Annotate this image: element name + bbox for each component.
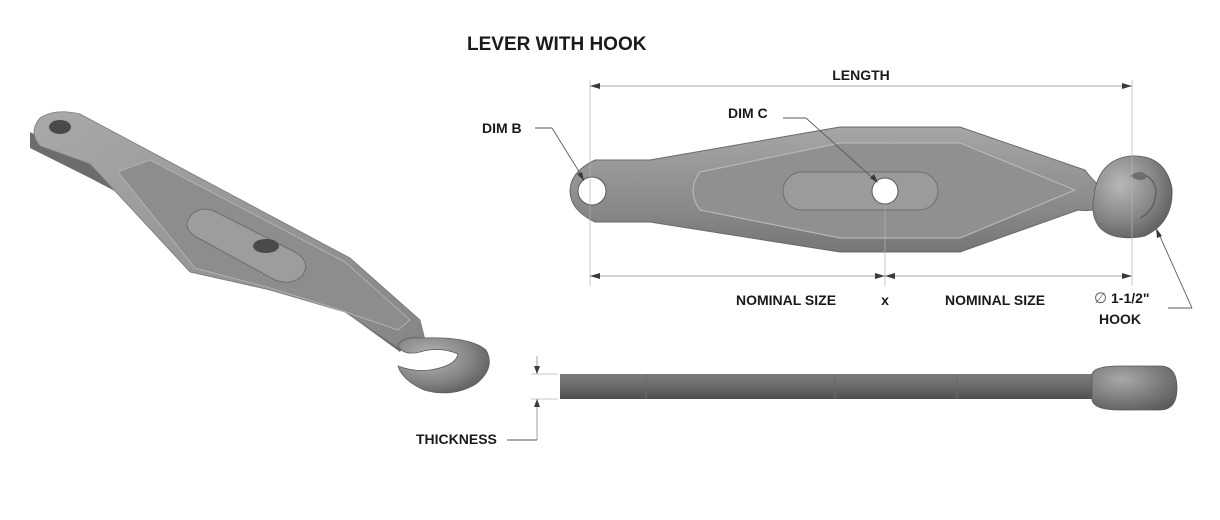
drawing-title: LEVER WITH HOOK xyxy=(467,34,647,55)
top-hook xyxy=(1092,155,1173,239)
length-arrow-left xyxy=(590,83,600,89)
top-slot xyxy=(782,171,939,211)
nominal-size-left-label: NOMINAL SIZE xyxy=(736,292,836,308)
dim-b-label: DIM B xyxy=(482,120,522,136)
side-hook xyxy=(1091,365,1178,411)
times-label: x xyxy=(881,292,889,308)
thickness-arrow-bottom xyxy=(534,399,540,407)
dim-c-arrow xyxy=(870,174,878,183)
nominal-arrow-1 xyxy=(590,273,600,279)
top-center-hole xyxy=(871,177,899,205)
iso-center-hole xyxy=(253,239,279,253)
nominal-arrow-3 xyxy=(885,273,895,279)
top-eye-hole xyxy=(577,176,607,206)
hook-leader xyxy=(1157,231,1193,309)
dim-b-arrow xyxy=(577,172,584,181)
length-label: LENGTH xyxy=(832,67,890,83)
hook-arrow xyxy=(1156,228,1162,238)
dimensions: LENGTH DIM B DIM C NOMINAL SIZE x NOMINA… xyxy=(416,67,1193,447)
iso-slot xyxy=(186,208,307,283)
dim-c-leader xyxy=(805,117,877,182)
dim-c-label: DIM C xyxy=(728,105,768,121)
iso-hook xyxy=(397,337,490,394)
side-view xyxy=(560,365,1178,411)
top-view xyxy=(569,126,1173,253)
side-body xyxy=(560,374,1100,399)
nominal-arrow-2 xyxy=(875,273,885,279)
nominal-arrow-4 xyxy=(1122,273,1132,279)
length-arrow-right xyxy=(1122,83,1132,89)
nominal-size-right-label: NOMINAL SIZE xyxy=(945,292,1045,308)
hook-diameter-label: 1-1/2" xyxy=(1111,290,1150,306)
thickness-label: THICKNESS xyxy=(416,431,497,447)
diameter-symbol: ∅ xyxy=(1094,290,1107,307)
isometric-view xyxy=(30,111,490,394)
hook-label: HOOK xyxy=(1099,311,1141,327)
iso-eye-hole xyxy=(49,120,71,134)
thickness-arrow-top xyxy=(534,366,540,374)
dim-b-leader xyxy=(551,127,584,179)
top-hook-tip xyxy=(1130,172,1148,180)
